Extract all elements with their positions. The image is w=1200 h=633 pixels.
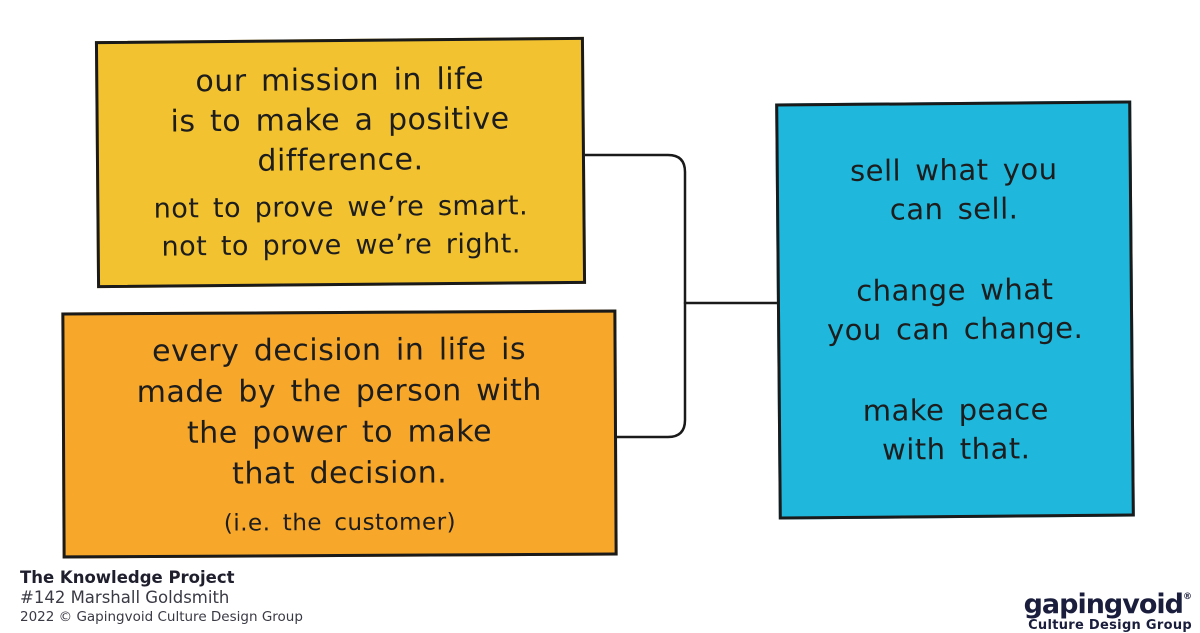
credits-episode: #142 Marshall Goldsmith (20, 588, 230, 607)
gapingvoid-wordmark: gapingvoid® (1024, 584, 1192, 618)
decision-line: that decision. (232, 455, 448, 492)
sell-line: sell what you (849, 152, 1058, 188)
registered-mark-icon: ® (1183, 592, 1192, 602)
sell-line: can sell. (889, 191, 1019, 227)
decision-box: every decision in life is made by the pe… (61, 309, 618, 559)
change-stanza: change what you can change. (827, 270, 1084, 350)
mission-line: not to prove we’re smart. (153, 189, 529, 225)
decision-line: every decision in life is (151, 332, 527, 369)
gapingvoid-logo: gapingvoid® Culture Design Group (1024, 584, 1192, 633)
gapingvoid-name: gapingvoid (1023, 589, 1184, 620)
credits-title: The Knowledge Project (20, 568, 235, 587)
sell-box: sell what you can sell. change what you … (775, 100, 1135, 520)
decision-line: made by the person with (136, 372, 542, 411)
peace-stanza: make peace with that. (863, 390, 1050, 470)
sell-line: change what (856, 272, 1054, 308)
mission-line: not to prove we’re right. (161, 227, 521, 263)
decision-line: the power to make (186, 414, 493, 451)
mission-box: our mission in life is to make a positiv… (94, 36, 587, 289)
sell-line: you can change. (826, 310, 1084, 348)
decision-note: (i.e. the customer) (223, 509, 457, 537)
gapingvoid-tagline: Culture Design Group (1028, 618, 1192, 633)
mission-line: our mission in life (195, 61, 485, 99)
credits-block: The Knowledge Project #142 Marshall Gold… (20, 568, 303, 626)
credits-copyright: 2022 © Gapingvoid Culture Design Group (20, 609, 303, 625)
sell-stanza: sell what you can sell. (850, 150, 1058, 230)
bracket-connector-line (583, 153, 687, 439)
mission-line: is to make a positive (170, 101, 510, 139)
sell-line: make peace (862, 392, 1050, 428)
mission-line: difference. (257, 141, 424, 179)
sell-line: with that. (881, 431, 1031, 467)
